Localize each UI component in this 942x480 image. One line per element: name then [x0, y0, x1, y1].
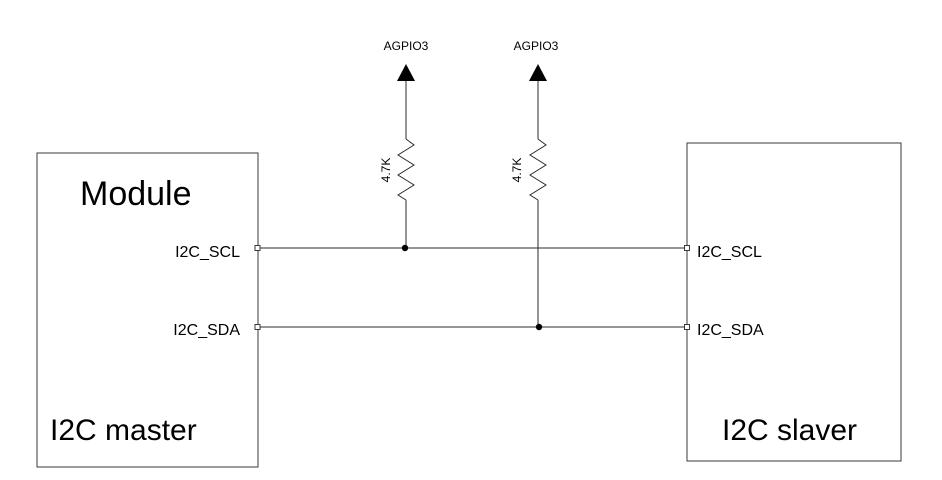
- slave-role-label: I2C slaver: [722, 414, 857, 447]
- module-role-label: I2C master: [50, 414, 197, 447]
- scl-junction-dot: [401, 244, 409, 252]
- module-block: [36, 152, 259, 468]
- pullup-2-supply-label: AGPIO3: [514, 39, 559, 53]
- pullup-1-resistor-value: 4.7K: [379, 158, 393, 183]
- module-title: Module: [80, 175, 192, 213]
- master-scl-pin: [254, 245, 261, 251]
- pullup-1-supply-arrow-icon: [397, 64, 415, 81]
- slave-sda-pin: [684, 324, 690, 330]
- slave-sda-pin-label: I2C_SDA: [697, 322, 764, 339]
- pullup-1-resistor-icon: [397, 138, 415, 201]
- master-scl-pin-label: I2C_SCL: [175, 244, 240, 261]
- pullup-1-supply-label: AGPIO3: [384, 39, 429, 53]
- pullup-2-resistor-value: 4.7K: [510, 158, 524, 183]
- pullup-2-resistor-icon: [529, 138, 547, 201]
- slave-block: [686, 142, 902, 462]
- slave-scl-pin: [684, 245, 690, 251]
- master-sda-pin: [254, 324, 261, 330]
- pullup-2-supply-arrow-icon: [529, 64, 547, 81]
- slave-scl-pin-label: I2C_SCL: [697, 244, 762, 261]
- sda-junction-dot: [535, 323, 543, 331]
- master-sda-pin-label: I2C_SDA: [173, 322, 240, 339]
